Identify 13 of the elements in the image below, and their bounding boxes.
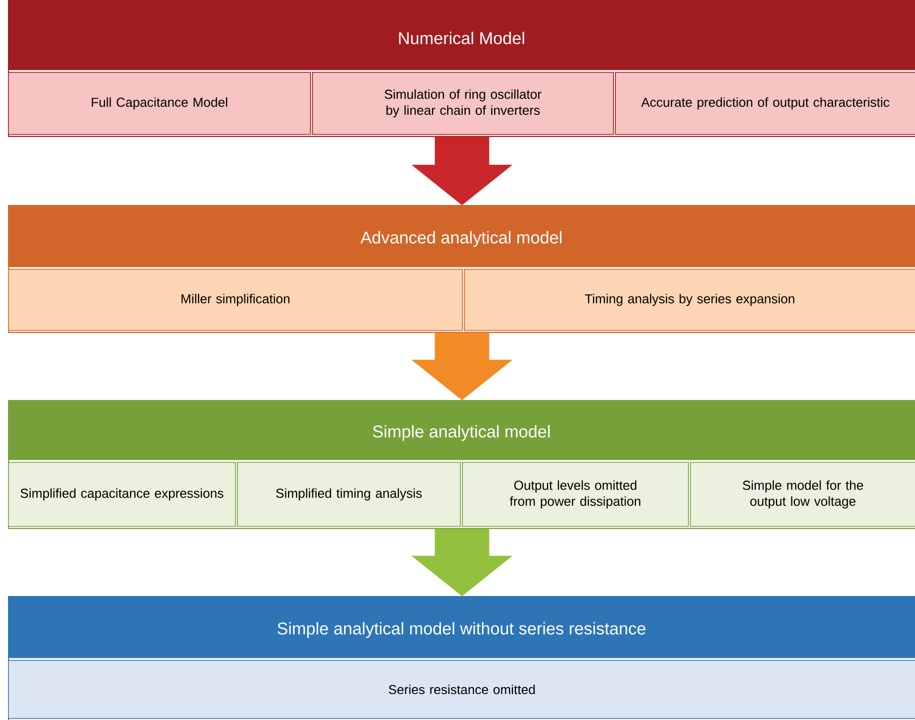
block-arrow: [412, 528, 512, 596]
sub-box: Simplified timing analysis: [237, 462, 461, 527]
sub-box: Simplified capacitance expressions: [8, 462, 236, 527]
block-arrow: [412, 136, 512, 206]
sub-box: Series resistance omitted: [8, 660, 915, 719]
sub-box: Output levels omitted from power dissipation: [462, 462, 689, 527]
sub-box: Simulation of ring oscillator by linear chain of inverters: [312, 72, 614, 135]
sub-box: Accurate prediction of output characteristic: [615, 72, 915, 135]
sub-box: Full Capacitance Model: [8, 72, 311, 135]
sub-box: Timing analysis by series expansion: [464, 269, 915, 331]
sub-box: Simple model for the output low voltage: [690, 462, 915, 527]
block-arrow: [412, 332, 512, 400]
sub-box: Miller simplification: [8, 269, 463, 331]
